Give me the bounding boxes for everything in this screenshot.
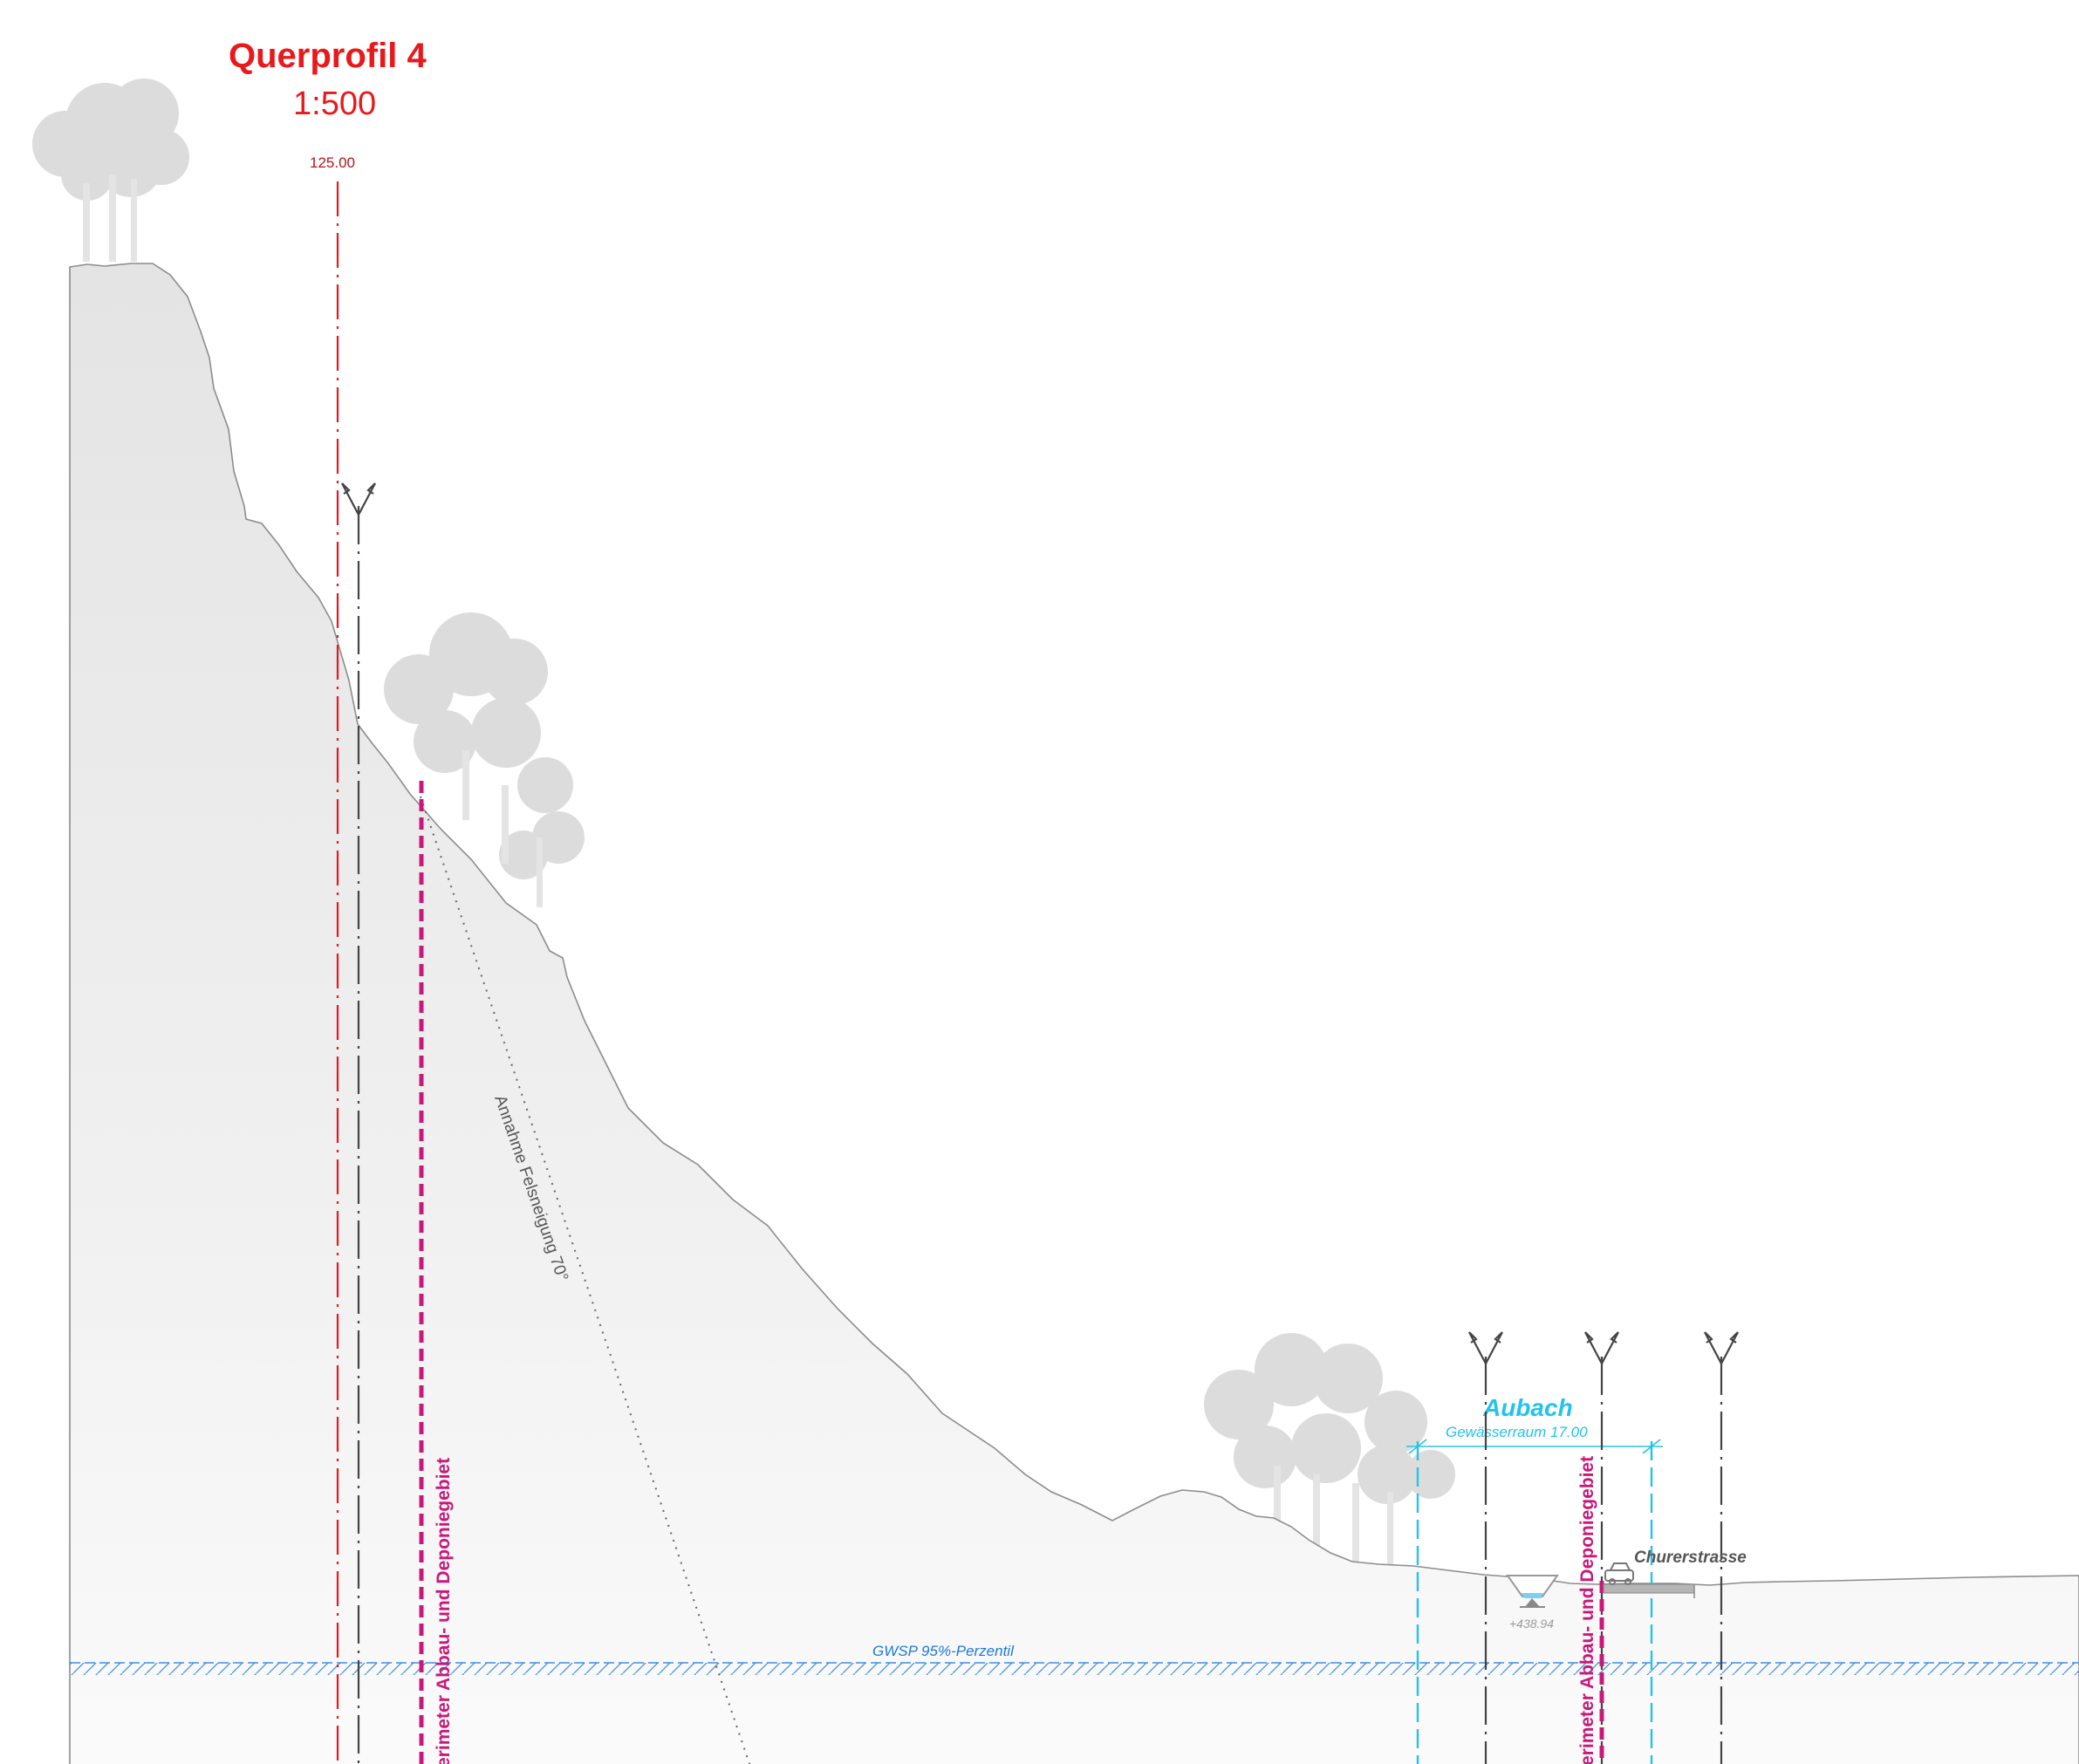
stream-elevation-label: +438.94 (1509, 1617, 1554, 1631)
perimeter-label-left: Perimeter Abbau- und Deponiegebiet (434, 1458, 454, 1764)
survey-pole-marker-icon (1468, 1331, 1503, 1764)
stream-space-label: Gewässerraum 17.00 (1446, 1424, 1588, 1440)
survey-pole-marker-icon (1704, 1331, 1739, 1764)
tree-silhouette-icon (1204, 1333, 1455, 1566)
terrain-profile (69, 263, 2079, 1764)
groundwater-hatch (70, 1663, 2079, 1675)
stream-name: Aubach (1482, 1394, 1573, 1421)
tree-silhouette-icon (32, 79, 189, 262)
groundwater-label: GWSP 95%-Perzentil (872, 1643, 1015, 1659)
car-icon (1604, 1562, 1634, 1585)
scale-label: 1:500 (293, 85, 376, 122)
tree-silhouette-icon (384, 612, 585, 907)
page-title: Querprofil 4 (229, 37, 427, 75)
road-surface (1603, 1583, 1695, 1598)
road-label: Churerstrasse (1634, 1549, 1747, 1567)
perimeter-label-right: Perimeter Abbau- und Deponiegebiet (1577, 1456, 1597, 1764)
station-label: 125.00 (310, 154, 355, 171)
stream-channel (1506, 1575, 1559, 1608)
survey-pole-marker-icon (341, 482, 376, 1764)
